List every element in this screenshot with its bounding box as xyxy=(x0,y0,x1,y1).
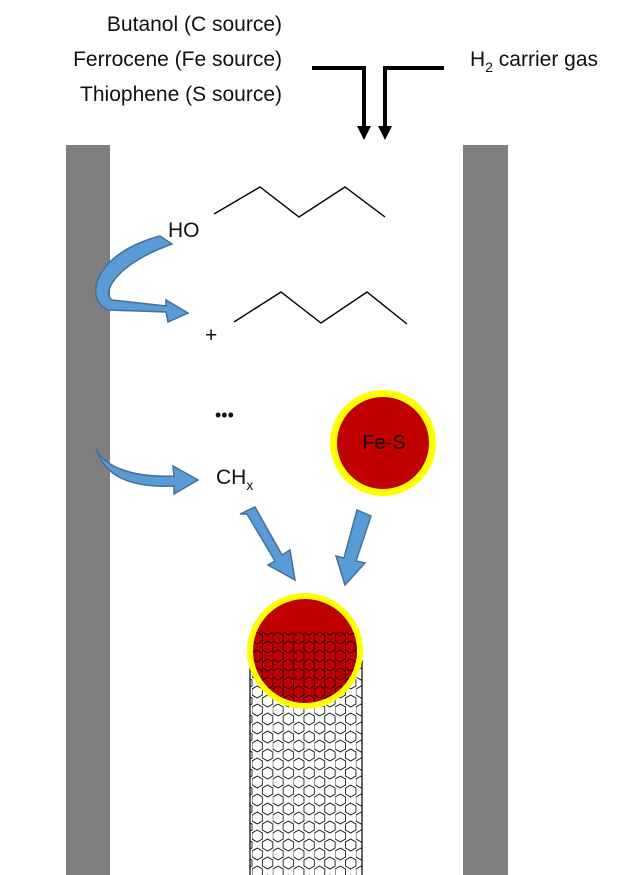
ellipsis: ••• xyxy=(215,405,234,425)
plus-sign: + xyxy=(205,324,217,347)
reactor-wall-left xyxy=(66,145,110,875)
source-label-ferrocene: Ferrocene (Fe source) xyxy=(73,48,282,71)
reactor-wall-right xyxy=(463,145,508,875)
source-label-butanol: Butanol (C source) xyxy=(107,13,282,36)
decomposition-arrow-upper xyxy=(94,235,190,324)
hydroxyl-label: HO xyxy=(168,219,200,242)
butanol-chain xyxy=(213,186,386,218)
feed-arrow-carrier xyxy=(378,66,444,140)
catalyst-supply-arrow xyxy=(334,508,372,587)
fe-s-label: Fe-S xyxy=(362,432,405,454)
fe-s-catalyst-particle: Fe-S xyxy=(330,390,436,496)
carbon-supply-arrow xyxy=(239,506,296,582)
decomposition-arrow-lower xyxy=(95,447,200,496)
chx-label: CHx xyxy=(216,466,253,493)
feed-arrow-sources xyxy=(312,66,371,140)
butyl-chain xyxy=(233,291,408,325)
catalyst-cap xyxy=(247,593,363,709)
carrier-gas-label: H2 carrier gas xyxy=(470,48,598,75)
source-label-thiophene: Thiophene (S source) xyxy=(80,83,282,106)
